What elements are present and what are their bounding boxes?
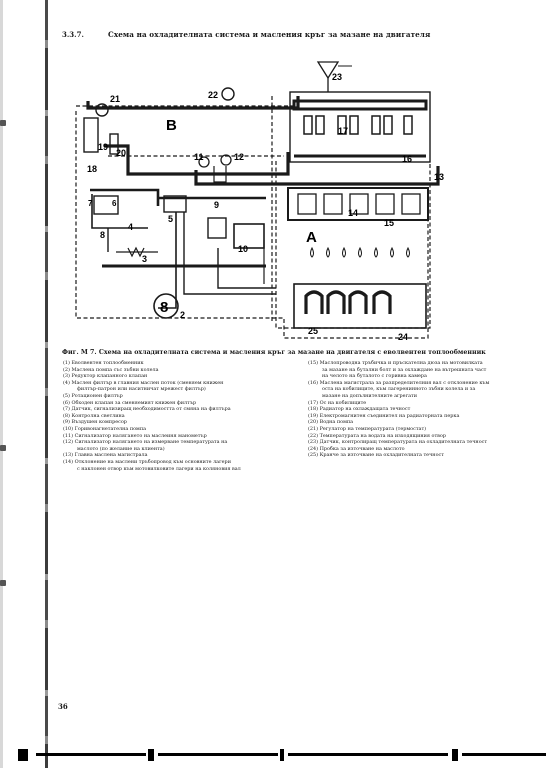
- legend-item: (1) Еволвентен топлообменник: [63, 360, 303, 367]
- figure-caption: Фиг. М 7. Схема на охладителната система…: [62, 349, 486, 356]
- punch-mark: [0, 445, 6, 451]
- legend-item-text: (21) Регулатор на температурата (термост…: [308, 425, 427, 432]
- legend-item-text: (1) Еволвентен топлообменник: [63, 360, 144, 366]
- label-18: 18: [87, 164, 97, 174]
- label-16: 16: [402, 154, 412, 164]
- legend-item: (9) Въздушен компресор: [63, 419, 303, 426]
- legend-item: (21) Регулатор на температурата (термост…: [308, 426, 508, 433]
- label-25: 25: [308, 326, 318, 336]
- label-8: 8: [100, 230, 105, 240]
- label-7: 7: [88, 199, 93, 208]
- legend-item-text: (8) Контролна светлина: [63, 412, 125, 419]
- legend-item: (25) Кранче за източване на охладителнат…: [308, 452, 508, 459]
- label-23: 23: [332, 72, 342, 82]
- section-title: Схема на охладителната система и маслени…: [108, 30, 431, 39]
- legend-item: (5) Ротационен филтър: [63, 393, 303, 400]
- label-B: B: [166, 117, 177, 134]
- legend-item: (10) Горивонагнетателна помпа: [63, 426, 303, 433]
- legend-item-text: (4) Маслен филтър в главния маслен поток…: [63, 379, 224, 386]
- legend-item: (2) Маслена помпа със зъбни колела: [63, 367, 303, 374]
- legend-item-continuation: оста на кобилиците, към лагеренинното зъ…: [322, 386, 476, 393]
- page-number: 36: [58, 702, 68, 711]
- legend-item: (4) Маслен филтър в главния маслен поток…: [63, 380, 303, 393]
- legend-item: (17) Ос на кобилиците: [308, 400, 508, 407]
- legend-item-text: (2) Маслена помпа със зъбни колела: [63, 366, 159, 373]
- legend-item-text: (3) Редуктор клапанного клапан: [63, 373, 148, 380]
- label-5: 5: [168, 214, 173, 224]
- legend-item-text: (20) Водна помпа: [308, 419, 354, 426]
- legend-item: (7) Датчик, сигнализиращ необходимостта …: [63, 406, 303, 413]
- scan-footer-bar: [18, 749, 546, 761]
- label-4: 4: [128, 222, 133, 232]
- legend-item: (8) Контролна светлина: [63, 413, 303, 420]
- label-12: 12: [234, 152, 244, 162]
- legend-item-text: (17) Ос на кобилиците: [308, 399, 367, 406]
- label-17: 17: [338, 126, 348, 136]
- legend-item-continuation: филтър-патрон или наситничат мрежест фил…: [77, 386, 206, 393]
- punch-mark: [0, 580, 6, 586]
- legend-item: (15) Маслопроводна тръбичка и пръскателн…: [308, 360, 508, 380]
- legend-item: (16) Маслена магистрала за разпределител…: [308, 380, 508, 400]
- label-A: A: [306, 229, 317, 246]
- legend-item: (12) Сигнализатор налягането на измерван…: [63, 439, 303, 452]
- punch-mark: [0, 120, 6, 126]
- margin-rule: [45, 0, 48, 768]
- legend-item: (19) Електромагнитен съединител на радиа…: [308, 413, 508, 420]
- label-19: 19: [98, 142, 108, 152]
- label-13: 13: [434, 172, 444, 182]
- legend-right: (15) Маслопроводна тръбичка и пръскателн…: [308, 360, 508, 459]
- scan-edge: [0, 0, 3, 768]
- legend-item-continuation: с наклонен отвор към мотовилковите лагер…: [77, 465, 241, 472]
- legend-item-continuation: за мазане на бутални болт и за охлаждане…: [322, 366, 487, 373]
- label-8-pump: 8: [160, 299, 168, 316]
- legend-item-text: (13) Главна маслена магистрала: [63, 452, 148, 459]
- label-10: 10: [238, 244, 248, 254]
- legend-item-continuation: маслото (по желание на клиента): [77, 445, 165, 452]
- label-6: 6: [112, 199, 117, 208]
- label-11: 11: [194, 152, 204, 162]
- legend-item: (22) Температурата на водата на изходящи…: [308, 433, 508, 440]
- legend-item-continuation: на челото на буталото с горивна камера: [322, 373, 427, 380]
- legend-item-text: (18) Радиатор на охлаждащата течност: [308, 406, 411, 413]
- legend-item-text: (7) Датчик, сигнализиращ необходимостта …: [63, 406, 231, 413]
- legend-item-text: (19) Електромагнитен съединител на радиа…: [308, 412, 460, 419]
- legend-item: (20) Водна помпа: [308, 419, 508, 426]
- legend-item-text: (9) Въздушен компресор: [63, 419, 127, 426]
- cooling-lubrication-diagram: 18 19 20 21 22 23 B A 11 12 17 16 13 14 …: [75, 61, 444, 342]
- legend-item-text: (25) Кранче за източване на охладителнат…: [308, 452, 444, 459]
- section-number: 3.3.7.: [62, 30, 84, 39]
- legend-item-text: (6) Обходен клапан за сменяемият книжен …: [63, 399, 197, 406]
- legend-item: (3) Редуктор клапанного клапан: [63, 373, 303, 380]
- label-24: 24: [398, 332, 408, 342]
- legend-item-text: (15) Маслопроводна тръбичка и пръскателн…: [308, 360, 483, 366]
- label-21: 21: [110, 94, 120, 104]
- legend-item-text: (16) Маслена магистрала за разпределител…: [308, 379, 490, 386]
- legend-item: (18) Радиатор на охлаждащата течност: [308, 406, 508, 413]
- label-20: 20: [116, 148, 126, 158]
- legend-item-text: (11) Сигнализатор налягането на маслеиня…: [63, 432, 207, 439]
- label-22: 22: [208, 90, 218, 100]
- legend-item-text: (12) Сигнализатор налягането на измерван…: [63, 439, 228, 446]
- legend-item: (23) Датчик, контролиращ температурата н…: [308, 439, 508, 446]
- legend-item-text: (14) Отклонение на маслени тръбопровод к…: [63, 458, 231, 465]
- legend-left: (1) Еволвентен топлообменник(2) Маслена …: [63, 360, 303, 472]
- legend-item: (6) Обходен клапан за сменяемият книжен …: [63, 400, 303, 407]
- label-2: 2: [180, 310, 185, 320]
- legend-item: (11) Сигнализатор налягането на маслеиня…: [63, 433, 303, 440]
- label-15: 15: [384, 218, 394, 228]
- legend-item-continuation: мазане на допълнителните агрегати: [322, 392, 418, 399]
- legend-item-text: (10) Горивонагнетателна помпа: [63, 425, 146, 432]
- label-3: 3: [142, 254, 147, 264]
- legend-item-text: (5) Ротационен филтър: [63, 392, 123, 399]
- label-14: 14: [348, 208, 358, 218]
- legend-item: (14) Отклонение на маслени тръбопровод к…: [63, 459, 303, 472]
- label-9: 9: [214, 200, 219, 210]
- legend-item-text: (22) Температурата на водата на изходящи…: [308, 432, 446, 439]
- legend-item: (13) Главна маслена магистрала: [63, 452, 303, 459]
- legend-item-text: (24) Пробка за източване на маслото: [308, 445, 405, 452]
- legend-item-text: (23) Датчик, контролиращ температурата н…: [308, 439, 488, 446]
- legend-item: (24) Пробка за източване на маслото: [308, 446, 508, 453]
